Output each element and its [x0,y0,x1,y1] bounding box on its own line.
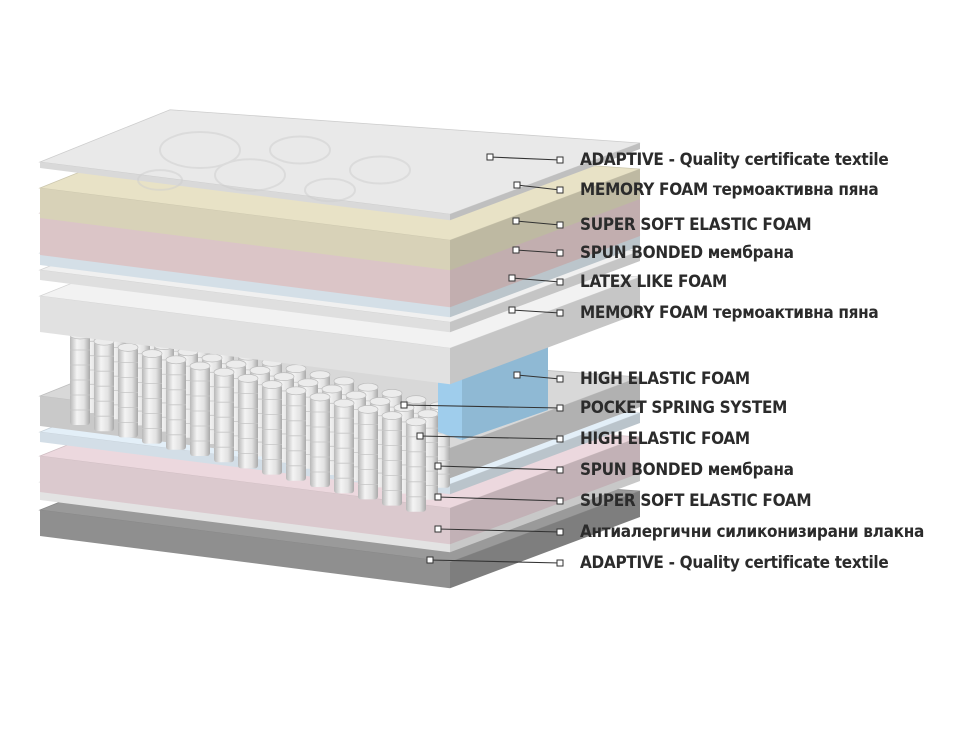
layer-label-4: SPUN BONDED мембрана [580,243,794,263]
pocket-spring-coil [381,411,403,506]
pocket-spring-coil [213,367,235,463]
leader-line-9 [416,432,564,443]
pocket-spring-coil [69,330,91,425]
quilt-pattern [137,131,411,203]
leader-line-2 [513,181,564,194]
pocket-spring-coil [117,343,139,438]
pocket-spring-coil [405,417,427,512]
layer-label-9: HIGH ELASTIC FOAM [580,429,750,449]
leader-line-5 [508,274,564,286]
layer-label-3: SUPER SOFT ELASTIC FOAM [580,215,812,235]
pocket-spring-coil [309,392,331,487]
leader-line-4 [512,246,564,257]
layer-label-7: HIGH ELASTIC FOAM [580,369,750,389]
pocket-spring-coil [261,380,283,475]
pocket-spring-coil [333,398,355,494]
leader-line-13 [426,556,564,567]
leader-line-6 [508,306,564,317]
pocket-spring-coil [141,349,163,444]
layer-label-5: LATEX LIKE FOAM [580,272,727,292]
leader-line-3 [512,217,564,229]
layer-label-2: MEMORY FOAM термоактивна пяна [580,180,879,200]
leader-line-1 [486,153,564,164]
leader-line-8 [400,401,564,412]
pocket-spring-coil [357,405,379,500]
layer-label-6: MEMORY FOAM термоактивна пяна [580,303,879,323]
layer-label-13: ADAPTIVE - Quality certificate textile [580,553,889,573]
layer-label-11: SUPER SOFT ELASTIC FOAM [580,491,812,511]
layer-label-8: POCKET SPRING SYSTEM [580,398,788,418]
leader-line-10 [434,462,564,474]
pocket-spring-coil [165,355,187,450]
pocket-spring-coil [237,374,259,469]
pocket-spring-coil [189,361,211,456]
leader-line-7 [513,371,564,383]
layer-label-1: ADAPTIVE - Quality certificate textile [580,150,889,170]
leader-line-11 [434,493,564,505]
layer-label-10: SPUN BONDED мембрана [580,460,794,480]
pocket-spring-coil [93,336,115,432]
layer-label-12: Антиалергични силиконизирани влакна [580,522,924,542]
leader-line-12 [434,525,564,536]
pocket-spring-coil [285,386,307,481]
